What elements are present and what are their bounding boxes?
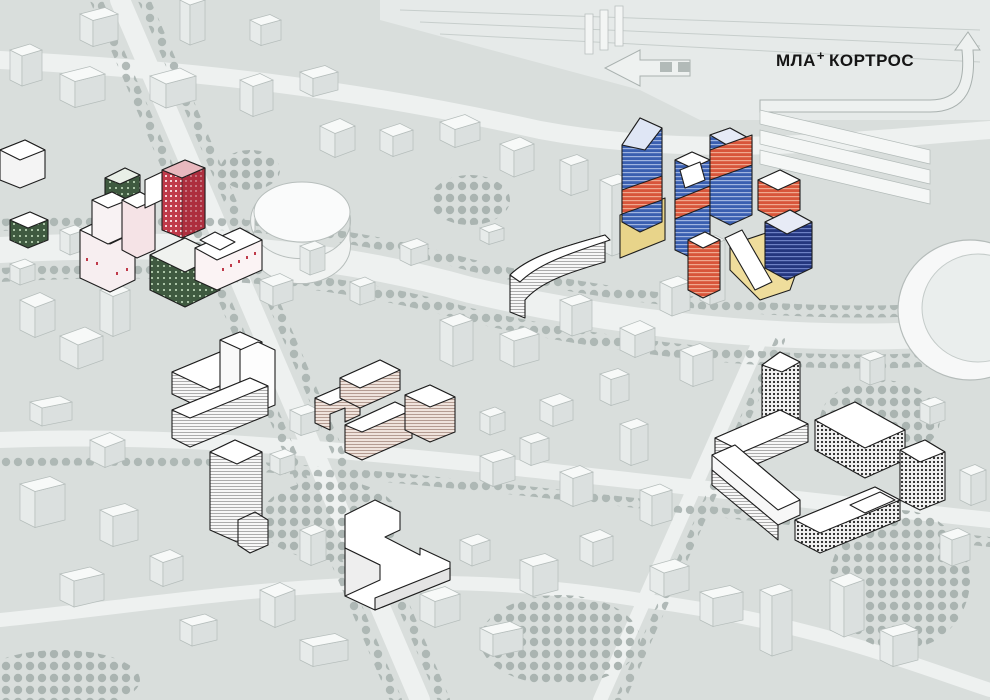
context-building (519, 553, 559, 567)
context-building (579, 529, 614, 543)
context-building (829, 572, 865, 588)
logo-brand-text: МЛА (776, 51, 816, 70)
context-building (299, 240, 326, 252)
context-building (479, 406, 506, 418)
context-building (759, 589, 773, 657)
context-building (379, 123, 414, 137)
context-building (99, 503, 139, 517)
context-building (310, 529, 327, 567)
context-building (919, 396, 946, 408)
logo-partner-text: КОРТРОС (828, 51, 915, 70)
context-building (19, 292, 56, 308)
context-building (149, 549, 184, 563)
context-building (299, 529, 312, 567)
context-building (559, 465, 594, 479)
context-building (559, 159, 572, 197)
context-building (452, 319, 474, 367)
context-building (179, 0, 206, 6)
context-building (112, 289, 131, 338)
context-building (478, 621, 525, 635)
stadium (897, 239, 990, 381)
context-building (419, 586, 461, 602)
context-building (519, 432, 550, 444)
context-building (539, 393, 574, 407)
context-building (479, 449, 516, 463)
context-building (189, 0, 206, 46)
context-building (479, 223, 505, 233)
context-building (439, 114, 481, 130)
context-building (843, 579, 865, 638)
context-building (239, 73, 274, 87)
context-building (399, 238, 429, 250)
context-building (771, 589, 793, 657)
context-building (178, 613, 219, 627)
context-building (439, 313, 474, 327)
context-building (18, 476, 67, 492)
context-building (639, 483, 673, 497)
context-building (179, 0, 191, 46)
context-building (9, 43, 43, 57)
context-building (459, 533, 491, 547)
context-building (970, 469, 987, 507)
context-building (649, 558, 690, 574)
context-building (829, 579, 845, 638)
northwest-residential-cluster (0, 139, 263, 308)
context-building (959, 464, 987, 476)
railway-area (380, 0, 990, 205)
context-building (559, 293, 593, 307)
context-building (299, 524, 327, 536)
context-building (58, 66, 107, 82)
context-building (79, 7, 119, 21)
context-building (319, 118, 356, 134)
context-building (298, 633, 350, 647)
context-building (679, 343, 714, 357)
central-blocks (171, 234, 611, 611)
context-building (58, 566, 106, 582)
east-courtyard-cluster (711, 351, 946, 554)
context-building (570, 159, 589, 196)
context-building (59, 326, 104, 346)
context-building (698, 585, 745, 599)
context-building (149, 67, 197, 85)
context-building (269, 448, 296, 460)
context-building (619, 423, 632, 467)
context-building (559, 154, 589, 166)
context-building (859, 350, 886, 362)
context-building (879, 623, 919, 637)
round-building (250, 181, 352, 285)
context-building (349, 276, 376, 288)
context-building (959, 469, 972, 507)
context-building (99, 289, 114, 338)
context-building (259, 582, 296, 598)
context-building (439, 319, 454, 368)
context-building (599, 368, 630, 380)
context-building (939, 527, 971, 541)
context-building (499, 136, 535, 152)
towers-cluster (619, 117, 813, 301)
logo-plus-sign: + (816, 48, 825, 63)
context-building (630, 423, 649, 466)
context-building (9, 258, 36, 270)
context-building (28, 395, 74, 409)
context-buildings (9, 0, 987, 668)
brand-logo: МЛА+КОРТРОС (776, 48, 914, 71)
context-building (619, 418, 649, 430)
context-building (759, 583, 793, 597)
context-building (299, 65, 339, 79)
curved-arrow-icon (759, 31, 981, 113)
context-building (499, 326, 540, 342)
context-building (619, 320, 656, 336)
context-building (259, 273, 294, 287)
context-building (89, 432, 126, 448)
context-building (249, 14, 282, 26)
direction-arrow-icon (603, 49, 691, 87)
